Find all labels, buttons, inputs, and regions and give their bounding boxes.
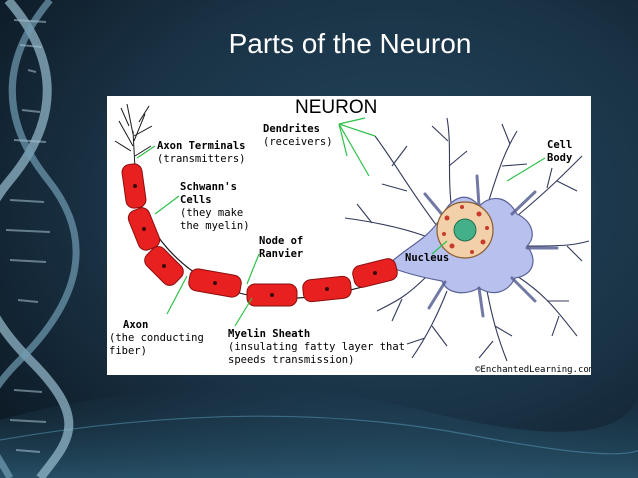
label-axon-note-1: (the conducting (109, 332, 204, 344)
label-axon-terminals-note: (transmitters) (157, 153, 246, 165)
diagram-title: NEURON (295, 97, 377, 118)
nucleus (436, 201, 494, 259)
label-node-1: Node of (259, 235, 303, 247)
label-axon-terminals: Axon Terminals (157, 140, 246, 152)
label-schwann-note-2: the myelin) (180, 220, 250, 232)
myelin-sheath (121, 163, 398, 307)
label-leader-lines (136, 117, 546, 327)
label-myelin-note-1: (insulating fatty layer that (228, 341, 405, 353)
label-axon-note-2: fiber) (109, 345, 147, 357)
label-cell-body-1: Cell (547, 139, 572, 151)
label-axon: Axon (123, 319, 148, 331)
label-myelin: Myelin Sheath (228, 328, 310, 340)
dna-helix-decoration (0, 0, 80, 478)
copyright-text: ©EnchantedLearning.com (475, 365, 591, 375)
label-cell-body-2: Body (547, 152, 573, 164)
label-schwann-1: Schwann's (180, 181, 237, 193)
axon-terminals (114, 103, 153, 169)
label-dendrites-note: (receivers) (263, 136, 333, 148)
wave-decoration (0, 387, 638, 478)
label-schwann-2: Cells (180, 194, 212, 206)
label-nucleus: Nucleus (405, 252, 449, 264)
label-node-2: Ranvier (259, 248, 303, 260)
label-myelin-note-2: speeds transmission) (228, 354, 354, 366)
label-dendrites: Dendrites (263, 123, 320, 135)
neuron-diagram: NEURON Axon Terminals (transmitters) Den… (107, 96, 591, 375)
label-schwann-note-1: (they make (180, 207, 243, 219)
slide-title: Parts of the Neuron (228, 28, 472, 59)
